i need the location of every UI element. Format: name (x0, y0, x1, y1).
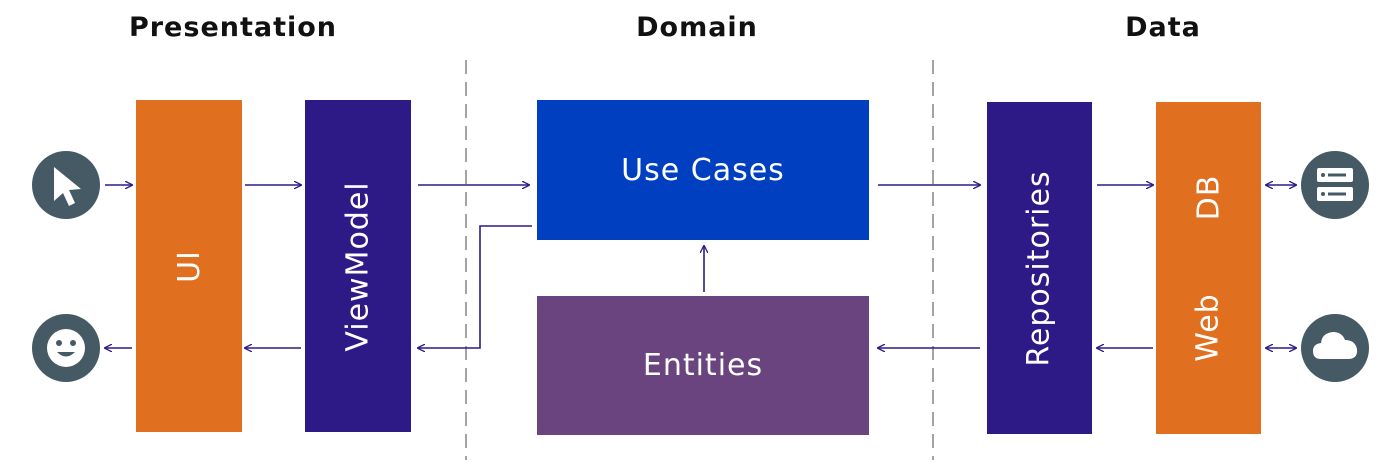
arrow-usecases-to-viewmodel (418, 225, 532, 348)
section-title-domain: Domain (636, 12, 758, 43)
db-segment: DB (1156, 142, 1261, 252)
ui-label: UI (171, 249, 207, 283)
cloud-icon (1301, 314, 1369, 382)
datasource-box: DB Web (1156, 102, 1261, 434)
viewmodel-label: ViewModel (340, 180, 376, 352)
web-segment: Web (1156, 272, 1261, 382)
cursor-icon (32, 151, 100, 219)
viewmodel-box: ViewModel (305, 100, 411, 432)
ui-box: UI (136, 100, 242, 432)
entities-label: Entities (642, 348, 764, 383)
section-title-data: Data (1125, 12, 1201, 43)
section-title-presentation: Presentation (128, 12, 338, 43)
entities-box: Entities (537, 296, 869, 435)
repositories-label: Repositories (1022, 169, 1058, 367)
smiley-icon (32, 314, 100, 382)
use-cases-label: Use Cases (621, 152, 785, 188)
repositories-box: Repositories (987, 102, 1092, 434)
server-icon (1301, 151, 1369, 219)
web-label: Web (1191, 292, 1226, 362)
use-cases-box: Use Cases (537, 100, 869, 240)
db-label: DB (1191, 174, 1226, 220)
